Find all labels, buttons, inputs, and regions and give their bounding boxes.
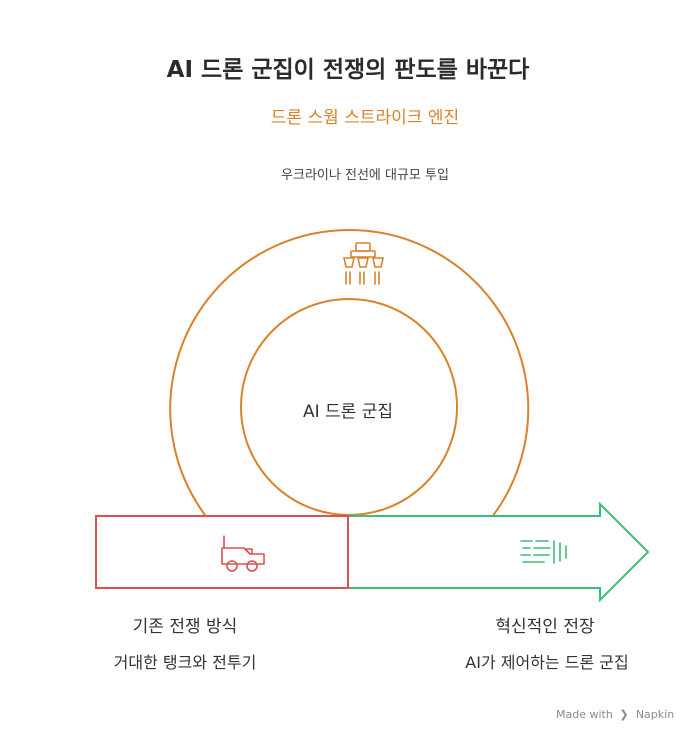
page-title: AI 드론 군집이 전쟁의 판도를 바꾼다: [166, 57, 530, 83]
new-description: AI가 제어하는 드론 군집: [465, 653, 629, 672]
footer: Made with ❯ Napkin: [556, 708, 674, 721]
engine-description: 우크라이나 전선에 대규모 투입: [281, 168, 449, 183]
drone-swarm-icon: [343, 242, 384, 285]
footer-text: Made with: [556, 708, 613, 721]
green-arrow: [348, 501, 650, 603]
spray-icon: [520, 540, 567, 564]
tank-icon: [221, 535, 265, 572]
center-label: AI 드론 군집: [302, 402, 393, 422]
engine-title: 드론 스웜 스트라이크 엔진: [270, 108, 460, 128]
napkin-logo-icon: ❯: [619, 708, 629, 721]
legacy-description: 거대한 탱크와 전투기: [113, 653, 257, 672]
footer-brand: Napkin: [635, 708, 675, 721]
new-title: 혁신적인 전장: [495, 617, 595, 637]
legacy-title: 기존 전쟁 방식: [132, 617, 238, 637]
